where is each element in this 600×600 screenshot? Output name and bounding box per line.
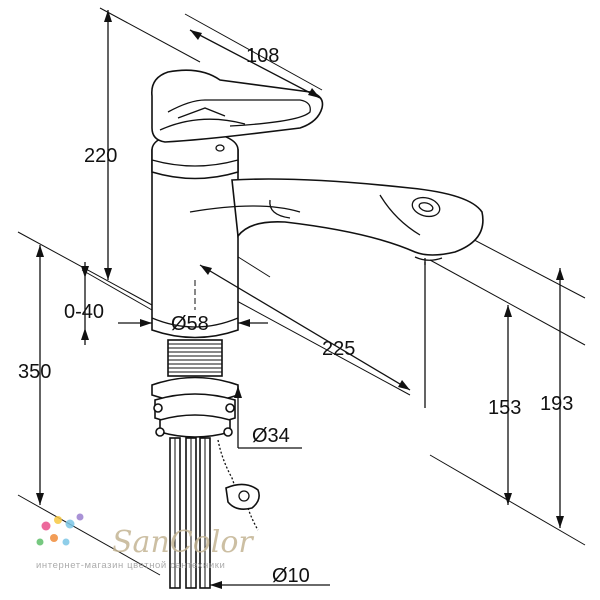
logo-brand-text: SanColor: [112, 525, 254, 560]
dim-193-label: 193: [540, 393, 573, 415]
sancolor-watermark: SanColor интернет-магазин цветной сантех…: [36, 513, 254, 571]
dim-diameter-10-label: Ø10: [272, 565, 310, 587]
dim-diameter-34-label: Ø34: [252, 425, 290, 447]
dim-153-label: 153: [488, 397, 521, 419]
mounting-assembly: [151, 339, 260, 589]
dim-108-label: 108: [246, 45, 279, 67]
logo-dots-icon: [36, 513, 84, 546]
dimension-lines: [36, 10, 564, 589]
dim-350-label: 350: [18, 361, 51, 383]
dim-diameter-58-label: Ø58: [171, 313, 209, 335]
faucet-body: [151, 69, 484, 339]
dim-220-label: 220: [84, 145, 117, 167]
dim-0-40-label: 0-40: [64, 301, 104, 323]
logo-tagline: интернет-магазин цветной сантехники: [36, 560, 225, 571]
dim-225-label: 225: [322, 338, 355, 360]
